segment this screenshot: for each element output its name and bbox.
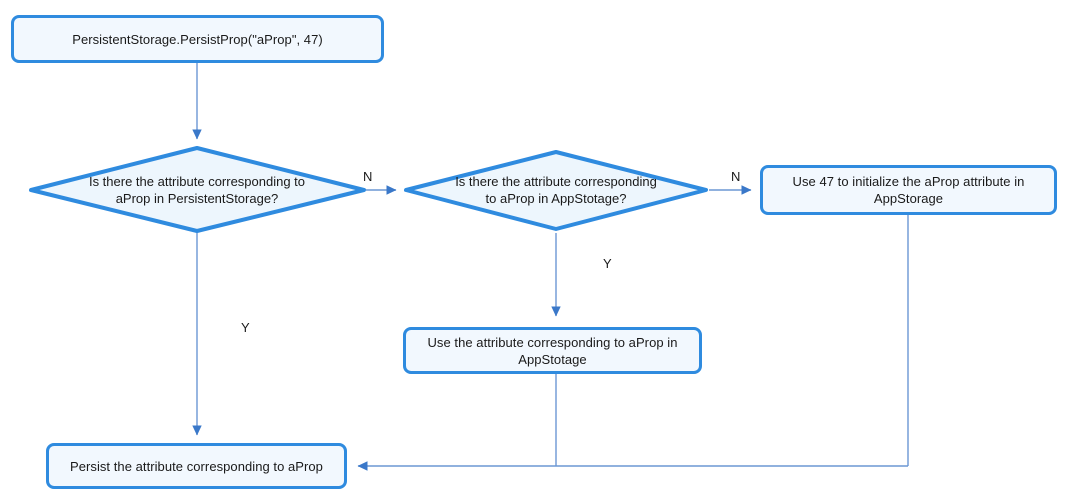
node-persist-attribute[interactable]: Persist the attribute corresponding to a…: [46, 443, 347, 489]
node-init-app-storage[interactable]: Use 47 to initialize the aProp attribute…: [760, 165, 1057, 215]
edge-label-persistent-storage-no: N: [363, 169, 373, 184]
decision-persistent-storage-shape: [29, 146, 366, 233]
edge-label-persistent-storage-yes: Y: [241, 320, 250, 335]
decision-app-storage-shape: [404, 150, 708, 231]
edge-label-app-storage-yes: Y: [603, 256, 612, 271]
node-use-app-storage-attribute[interactable]: Use the attribute corresponding to aProp…: [403, 327, 702, 374]
node-start-call[interactable]: PersistentStorage.PersistProp("aProp", 4…: [11, 15, 384, 63]
edge-label-app-storage-no: N: [731, 169, 741, 184]
